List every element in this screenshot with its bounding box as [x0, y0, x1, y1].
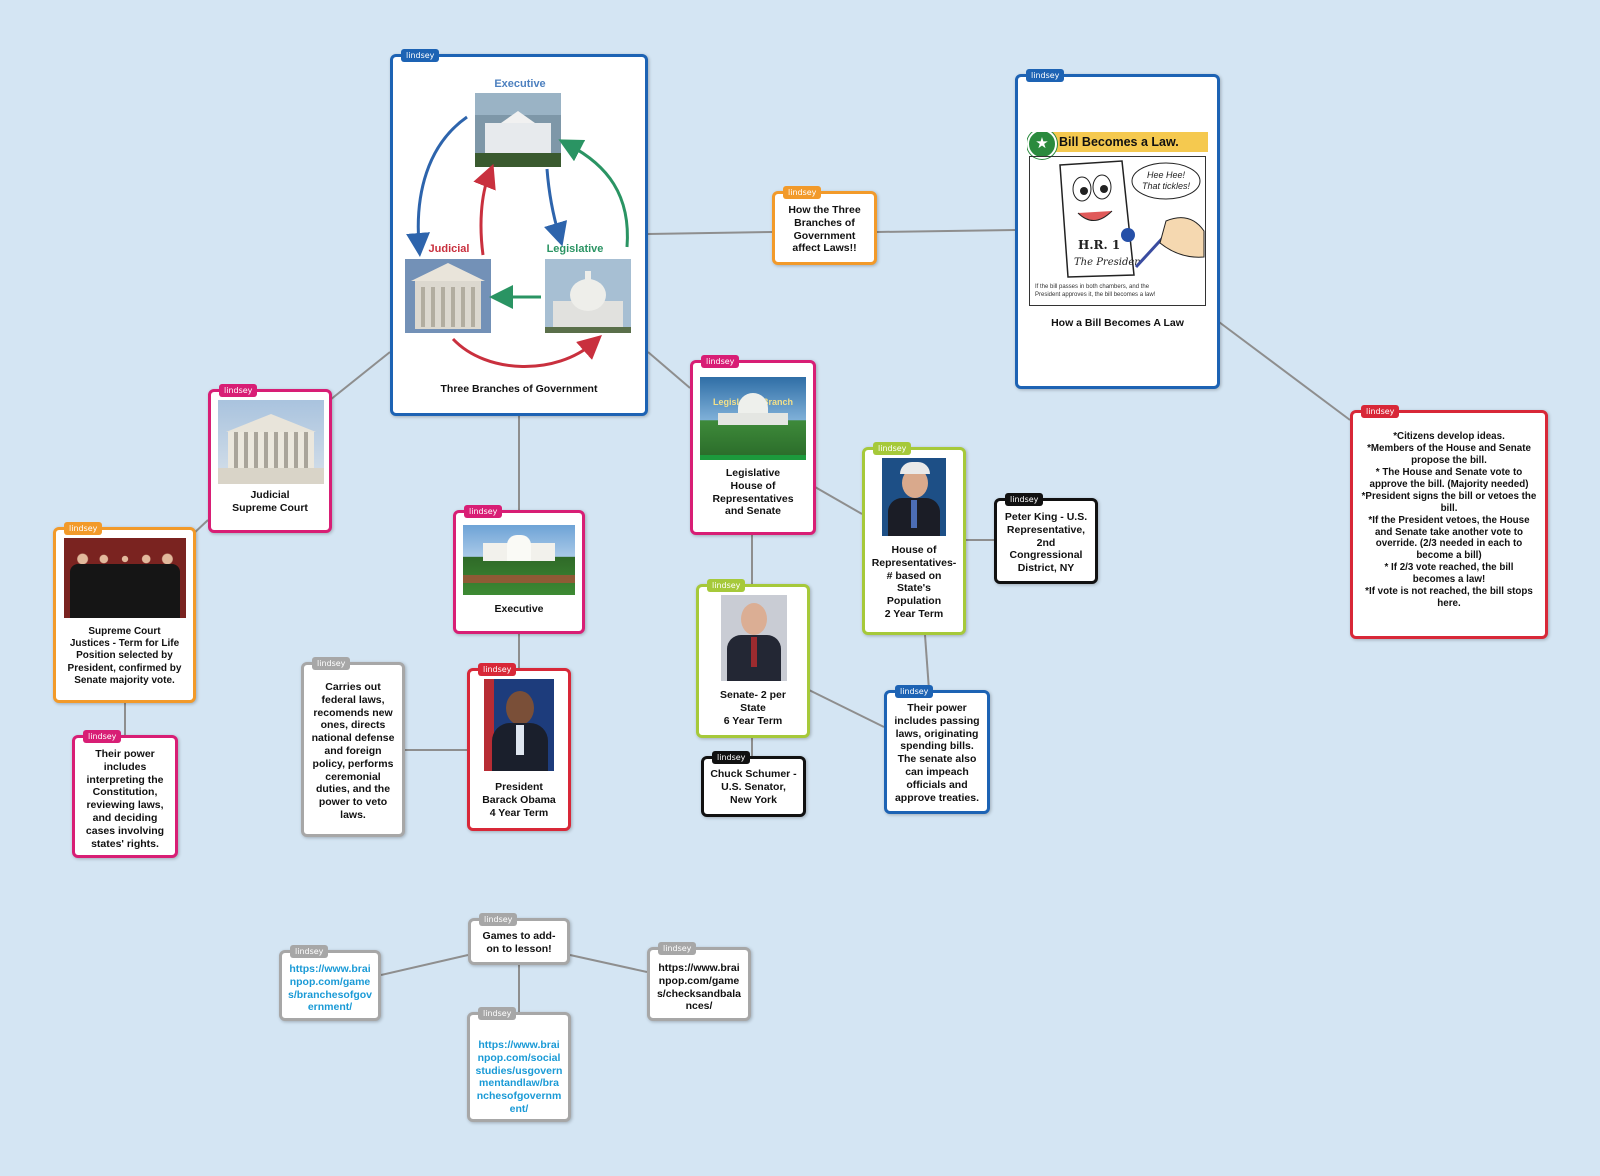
node-three-branches[interactable]: lindsey Executive Judicial Legislative T… — [390, 49, 648, 416]
comic-title: Bill Becomes a Law. — [1059, 135, 1179, 149]
author-tag: lindsey — [83, 730, 122, 743]
edge-games-link3 — [569, 954, 648, 973]
game-link-branches[interactable]: https://www.brai npop.com/game s/branche… — [287, 963, 373, 1014]
edge-senate-power — [808, 689, 885, 728]
bill-doc-text: H.R. 1 — [1078, 238, 1120, 252]
node-label: Senate- 2 per State 6 Year Term — [720, 689, 786, 727]
author-tag: lindsey — [1361, 405, 1400, 418]
node-label: Chuck Schumer - U.S. Senator, New York — [710, 768, 797, 806]
node-label: How a Bill Becomes A Law — [1051, 317, 1184, 329]
game-link-checks[interactable]: https://www.brai npop.com/game s/checksa… — [656, 962, 742, 1013]
node-justices[interactable]: lindsey Supreme Court Justices - Term fo… — [53, 522, 196, 703]
node-legislative-power[interactable]: lindsey Their power includes passing law… — [884, 685, 990, 814]
node-judicial-power[interactable]: lindsey Their power includes interpretin… — [72, 730, 178, 858]
node-label: Their power includes passing laws, origi… — [894, 702, 980, 804]
node-label: Legislative House of Representatives and… — [712, 467, 794, 518]
node-label: How the Three Branches of Government aff… — [788, 204, 861, 255]
white-house-photo — [463, 525, 575, 595]
node-label: Judicial Supreme Court — [232, 489, 308, 514]
edge-how-bill — [876, 229, 1016, 233]
diagram-label-executive: Executive — [494, 78, 545, 90]
node-label: Supreme Court Justices - Term for Life P… — [67, 626, 182, 686]
author-tag: lindsey — [873, 442, 912, 455]
bill-cartoon: H.R. 1 The Presiden Hee Hee! That tickle… — [1059, 160, 1205, 278]
author-tag: lindsey — [478, 1007, 517, 1020]
edge-games-link1 — [380, 954, 469, 976]
diagram-label-legislative: Legislative — [547, 243, 604, 255]
chuck-schumer-photo — [721, 595, 787, 681]
comic-caption: If the bill passes in both chambers, and… — [1035, 284, 1156, 298]
peter-king-photo — [882, 458, 946, 536]
edge-main-how — [647, 231, 773, 235]
author-tag: lindsey — [701, 355, 740, 368]
node-executive-power[interactable]: lindsey Carries out federal laws, recome… — [301, 657, 405, 837]
node-peter-king[interactable]: lindsey Peter King - U.S. Representative… — [994, 493, 1098, 584]
node-game-link-usgovernment[interactable]: lindsey https://www.brai npop.com/social… — [467, 1007, 571, 1122]
comic-title-bar — [1037, 132, 1208, 152]
node-schumer[interactable]: lindsey Chuck Schumer - U.S. Senator, Ne… — [701, 751, 806, 817]
speech-bubble-line2: That tickles! — [1142, 181, 1191, 191]
edge-main-judicial — [329, 351, 391, 401]
author-tag: lindsey — [712, 751, 751, 764]
node-label: House of Representatives- # based on Sta… — [871, 544, 957, 620]
three-branches-diagram: Executive Judicial Legislative — [405, 78, 631, 368]
president-photo — [484, 679, 554, 771]
edge-legislative-house — [814, 486, 863, 515]
author-tag: lindsey — [1026, 69, 1065, 82]
node-legislative[interactable]: lindsey Legislative Branch Legislative H… — [690, 355, 816, 535]
node-game-link-branches[interactable]: lindsey https://www.brai npop.com/game s… — [279, 945, 381, 1021]
node-label: Executive — [494, 603, 544, 615]
author-tag: lindsey — [290, 945, 329, 958]
author-tag: lindsey — [64, 522, 103, 535]
diagram-label-judicial: Judicial — [429, 243, 470, 255]
node-senate[interactable]: lindsey Senate- 2 per State 6 Year Term — [696, 579, 810, 738]
bill-sign-text: The Presiden — [1074, 257, 1141, 268]
star-icon: ★ — [1027, 132, 1057, 159]
node-game-link-checks[interactable]: lindsey https://www.brai npop.com/game s… — [647, 942, 751, 1021]
node-games[interactable]: lindsey Games to add- on to lesson! — [468, 913, 570, 965]
node-how-affect-laws[interactable]: lindsey How the Three Branches of Govern… — [772, 186, 877, 265]
node-label: Their power includes interpreting the Co… — [85, 748, 165, 850]
author-tag: lindsey — [783, 186, 822, 199]
author-tag: lindsey — [464, 505, 503, 518]
edge-main-legislative — [647, 351, 691, 389]
node-label: President Barack Obama 4 Year Term — [482, 781, 556, 819]
bill-comic-image: ★ Bill Becomes a Law. H.R. 1 The Preside… — [1027, 132, 1208, 308]
legislative-branch-photo: Legislative Branch — [700, 377, 806, 460]
node-label: Three Branches of Government — [440, 383, 598, 395]
supreme-court-photo — [218, 400, 324, 484]
justices-photo — [64, 538, 186, 618]
edge-bill-steps — [1218, 321, 1351, 421]
node-executive[interactable]: lindsey Executive — [453, 505, 585, 634]
author-tag: lindsey — [707, 579, 746, 592]
speech-bubble-line1: Hee Hee! — [1147, 170, 1186, 180]
author-tag: lindsey — [401, 49, 440, 62]
author-tag: lindsey — [895, 685, 934, 698]
game-link-usgovernment[interactable]: https://www.brai npop.com/social studies… — [475, 1039, 563, 1115]
node-bill-steps[interactable]: lindsey *Citizens develop ideas. *Member… — [1350, 405, 1548, 639]
node-label: Carries out federal laws, recomends new … — [311, 681, 395, 821]
node-label: Games to add- on to lesson! — [482, 930, 556, 955]
author-tag: lindsey — [658, 942, 697, 955]
author-tag: lindsey — [1005, 493, 1044, 506]
node-bill-becomes-law[interactable]: lindsey ★ Bill Becomes a Law. H.R. 1 The… — [1015, 69, 1220, 389]
author-tag: lindsey — [312, 657, 351, 670]
edge-house-power — [924, 634, 930, 691]
node-judicial[interactable]: lindsey Judicial Supreme Court — [208, 384, 332, 533]
node-president[interactable]: lindsey President Barack Obama 4 Year Te… — [467, 663, 571, 831]
author-tag: lindsey — [478, 663, 517, 676]
node-house[interactable]: lindsey House of Representatives- # base… — [862, 442, 966, 635]
author-tag: lindsey — [479, 913, 518, 926]
node-label: *Citizens develop ideas. *Members of the… — [1361, 431, 1537, 610]
author-tag: lindsey — [219, 384, 258, 397]
node-label: Peter King - U.S. Representative, 2nd Co… — [1004, 511, 1088, 575]
